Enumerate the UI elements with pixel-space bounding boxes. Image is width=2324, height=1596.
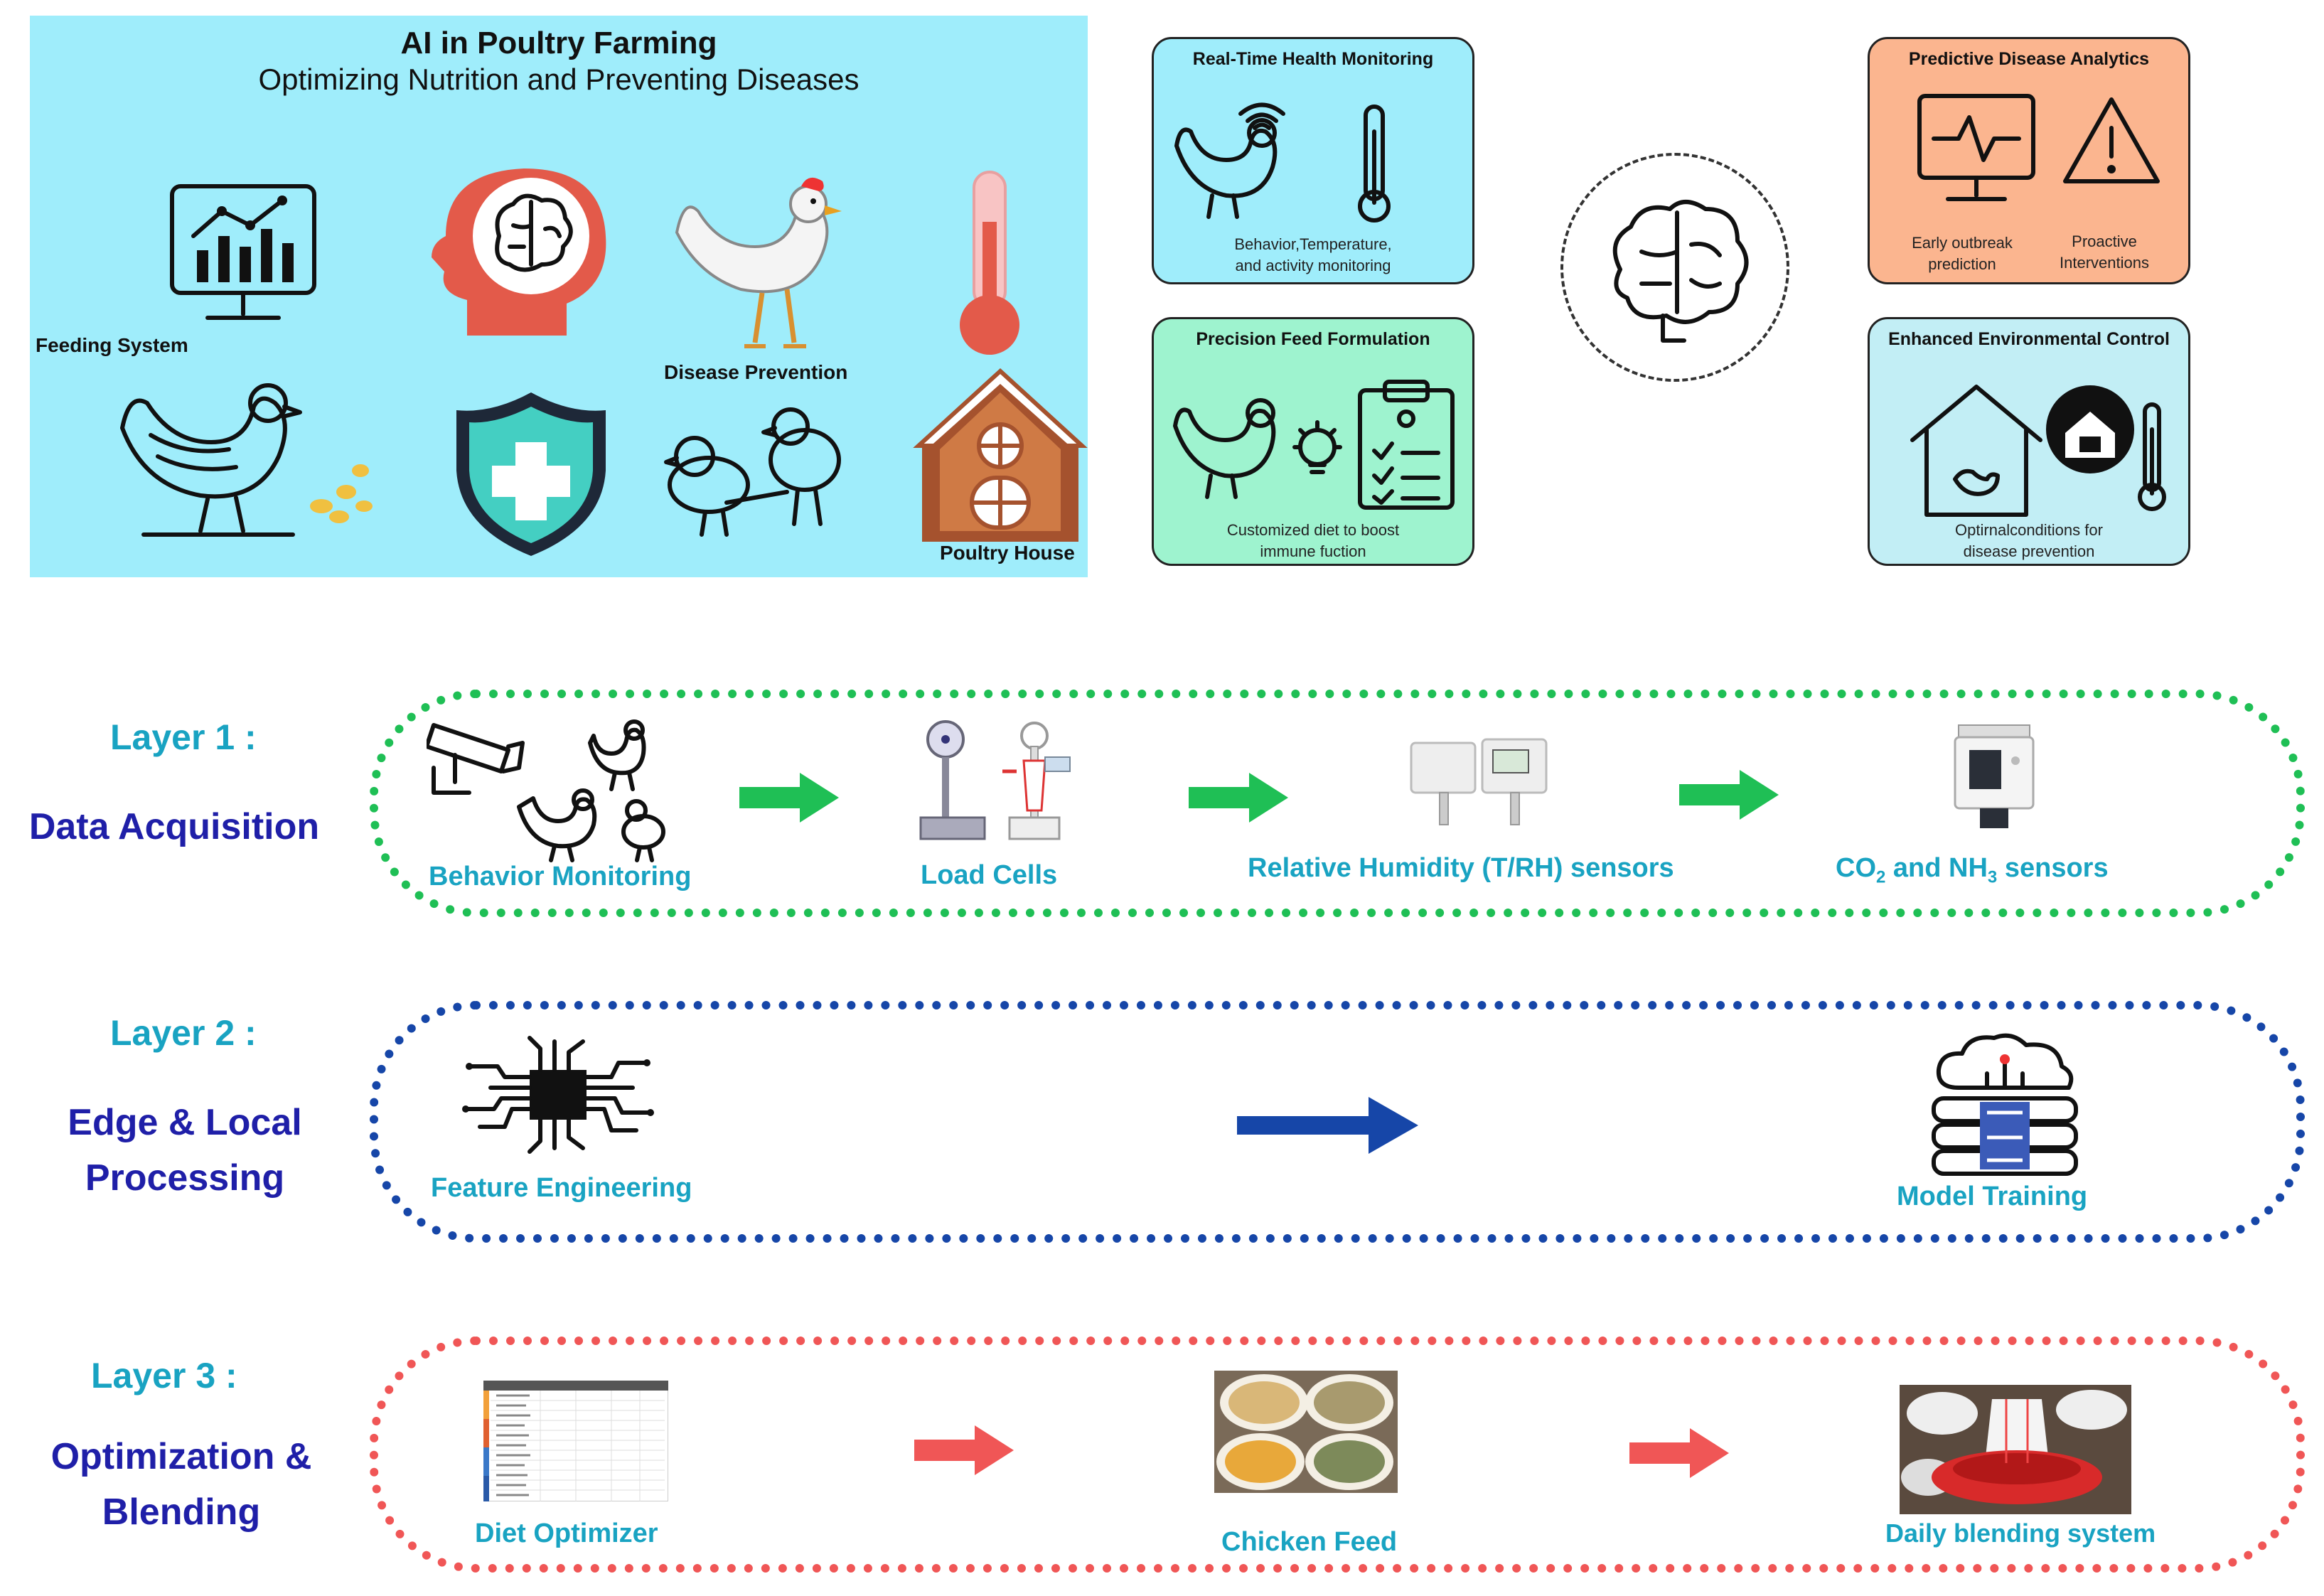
- cctv-camera-icon: [427, 711, 526, 796]
- hero-subtitle: Optimizing Nutrition and Preventing Dise…: [258, 63, 860, 96]
- poultry-house-icon: [911, 364, 1089, 549]
- hen-wifi-icon: [1169, 89, 1297, 224]
- gas-sensors-label: CO2 and NH3 sensors: [1836, 853, 2109, 887]
- table-icon: [483, 1381, 668, 1501]
- layer1-name: Data Acquisition: [28, 806, 320, 847]
- layer2-name: Edge & Local Processing: [68, 1102, 302, 1199]
- poultry-house-label: Poultry House: [940, 542, 1075, 564]
- card-health-monitoring: Real-Time Health Monitoring Behavior,Tem…: [1152, 37, 1474, 284]
- feeder-icon: [1900, 1385, 2131, 1514]
- layer3-arrow-1: [914, 1425, 1014, 1475]
- layer3-title: Layer 3 :: [91, 1356, 237, 1396]
- hen-icon: [655, 168, 869, 375]
- thermometer-icon: [2134, 401, 2170, 515]
- chickens-icon: [512, 714, 675, 864]
- clipboard-icon: [1353, 376, 1460, 511]
- layer3-name: Optimization & Blending: [50, 1436, 312, 1533]
- card-feed-formulation: Precision Feed Formulation Customized di…: [1152, 317, 1474, 566]
- brain-icon: [1592, 191, 1762, 348]
- ai-brain-circle: [1560, 153, 1789, 382]
- lightbulb-icon: [1289, 419, 1346, 490]
- thermometer-icon: [1353, 103, 1396, 224]
- cloud-server-icon: [1923, 1031, 2087, 1177]
- feature-engineering-label: Feature Engineering: [431, 1173, 692, 1203]
- gas-sensor-icon: [1951, 722, 2037, 832]
- card-environment-desc-line2: disease prevention: [1963, 542, 2095, 560]
- humidity-sensors-label: Relative Humidity (T/RH) sensors: [1248, 853, 1674, 883]
- card-environment-title: Enhanced Environmental Control: [1888, 329, 2170, 349]
- load-cells-label: Load Cells: [921, 860, 1058, 890]
- card-environmental-control: Enhanced Environmental Control Optirnalc…: [1868, 317, 2190, 566]
- monitor-chart-icon: [158, 179, 328, 336]
- feeding-system-label: Feeding System: [36, 334, 188, 356]
- brain-head-icon: [424, 158, 623, 343]
- layer2-title: Layer 2 :: [110, 1013, 257, 1053]
- card-predictive-item2-line1: Proactive: [2072, 232, 2137, 250]
- disease-prevention-label: Disease Prevention: [664, 361, 848, 383]
- card-predictive-item1-line2: prediction: [1928, 255, 1996, 273]
- grain-sacks-icon: [1214, 1371, 1398, 1493]
- layer1-title: Layer 1 :: [110, 717, 257, 757]
- monitor-pulse-icon: [1912, 89, 2040, 210]
- thermometer-icon: [954, 165, 1025, 364]
- card-predictive-item1-line1: Early outbreak: [1912, 234, 2013, 252]
- layer3-arrow-2: [1629, 1428, 1729, 1478]
- card-feed-title: Precision Feed Formulation: [1196, 329, 1430, 349]
- hero-panel: AI in Poultry Farming Optimizing Nutriti…: [30, 16, 1088, 577]
- layer1-arrow-2: [1189, 773, 1288, 823]
- diet-optimizer-label: Diet Optimizer: [475, 1519, 658, 1548]
- poultry-house-icon: [1898, 373, 2140, 522]
- card-feed-desc-line2: immune fuction: [1260, 542, 1366, 560]
- chicken-feed-label: Chicken Feed: [1221, 1527, 1398, 1557]
- model-training-label: Model Training: [1897, 1182, 2088, 1211]
- daily-blending-label: Daily blending system: [1885, 1519, 2156, 1548]
- card-feed-desc-line1: Customized diet to boost: [1226, 521, 1400, 539]
- warning-icon: [2058, 92, 2165, 192]
- layer1-arrow-1: [739, 773, 839, 823]
- card-health-desc-line2: and activity monitoring: [1235, 257, 1391, 274]
- hen-icon: [1168, 376, 1296, 504]
- layer1-arrow-3: [1679, 770, 1779, 820]
- shield-cross-icon: [442, 385, 620, 563]
- card-health-title: Real-Time Health Monitoring: [1192, 49, 1434, 69]
- chicks-icon: [655, 400, 869, 542]
- hen-feeding-icon: [108, 364, 378, 549]
- card-health-desc-line1: Behavior,Temperature,: [1234, 235, 1392, 253]
- card-predictive-analytics: Predictive Disease Analytics Early outbr…: [1868, 37, 2190, 284]
- card-predictive-title: Predictive Disease Analytics: [1908, 49, 2150, 69]
- behavior-monitoring-label: Behavior Monitoring: [429, 862, 692, 891]
- sensor-icon: [1408, 732, 1550, 832]
- microchip-icon: [462, 1034, 654, 1155]
- hero-title: AI in Poultry Farming: [400, 26, 717, 60]
- card-predictive-item2-line2: Interventions: [2060, 254, 2149, 272]
- card-environment-desc-line1: Optirnalconditions for: [1955, 521, 2103, 539]
- scale-icon: [917, 718, 1073, 846]
- layer2-arrow: [1237, 1097, 1418, 1154]
